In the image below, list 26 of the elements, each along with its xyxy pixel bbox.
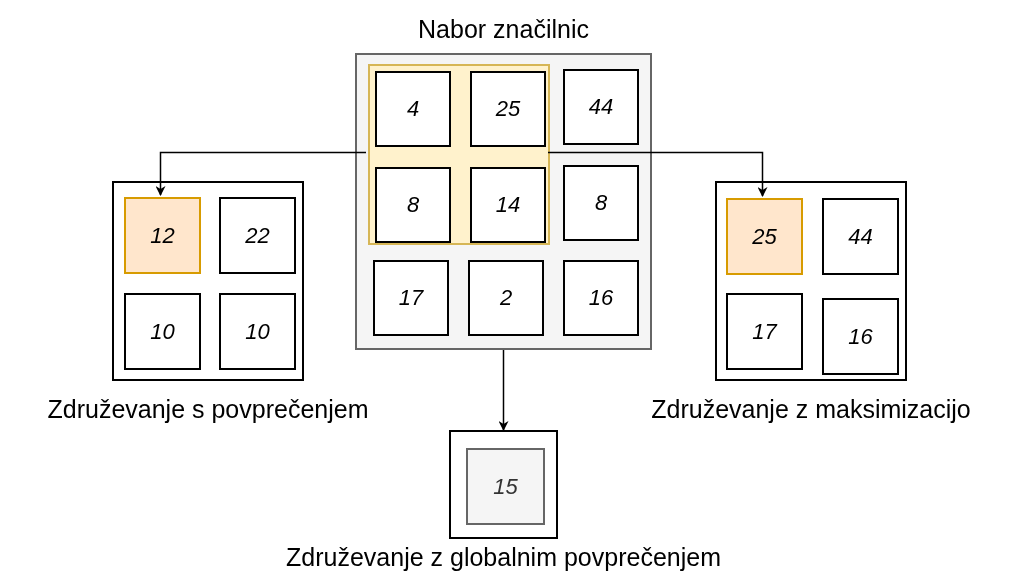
value-cell: 17: [726, 293, 803, 370]
value-cell: 44: [822, 198, 899, 275]
value-cell: 4: [375, 71, 451, 147]
panel-title: Združevanje z globalnim povprečenjem: [286, 543, 721, 571]
value-cell: 2: [468, 260, 544, 336]
value-cell: 25: [470, 71, 546, 147]
value-cell: 8: [563, 165, 639, 241]
value-cell: 44: [563, 69, 639, 145]
value-cell: 16: [563, 260, 639, 336]
value-cell: 14: [470, 167, 546, 243]
value-cell: 16: [822, 298, 899, 375]
value-cell: 10: [124, 293, 201, 370]
value-cell: 10: [219, 293, 296, 370]
panel-title: Združevanje z maksimizacijo: [651, 395, 971, 423]
arrow: [498, 349, 509, 431]
arrow: [155, 151, 367, 196]
value-cell: 25: [726, 198, 803, 275]
value-cell: 15: [466, 448, 545, 525]
panel-title: Združevanje s povprečenjem: [47, 395, 369, 423]
value-cell: 17: [373, 260, 449, 336]
highlight-region: [368, 64, 550, 245]
value-cell: 12: [124, 197, 201, 274]
arrow: [547, 151, 768, 197]
panel-title: Nabor značilnic: [418, 15, 589, 43]
value-cell: 22: [219, 197, 296, 274]
value-cell: 8: [375, 167, 451, 243]
